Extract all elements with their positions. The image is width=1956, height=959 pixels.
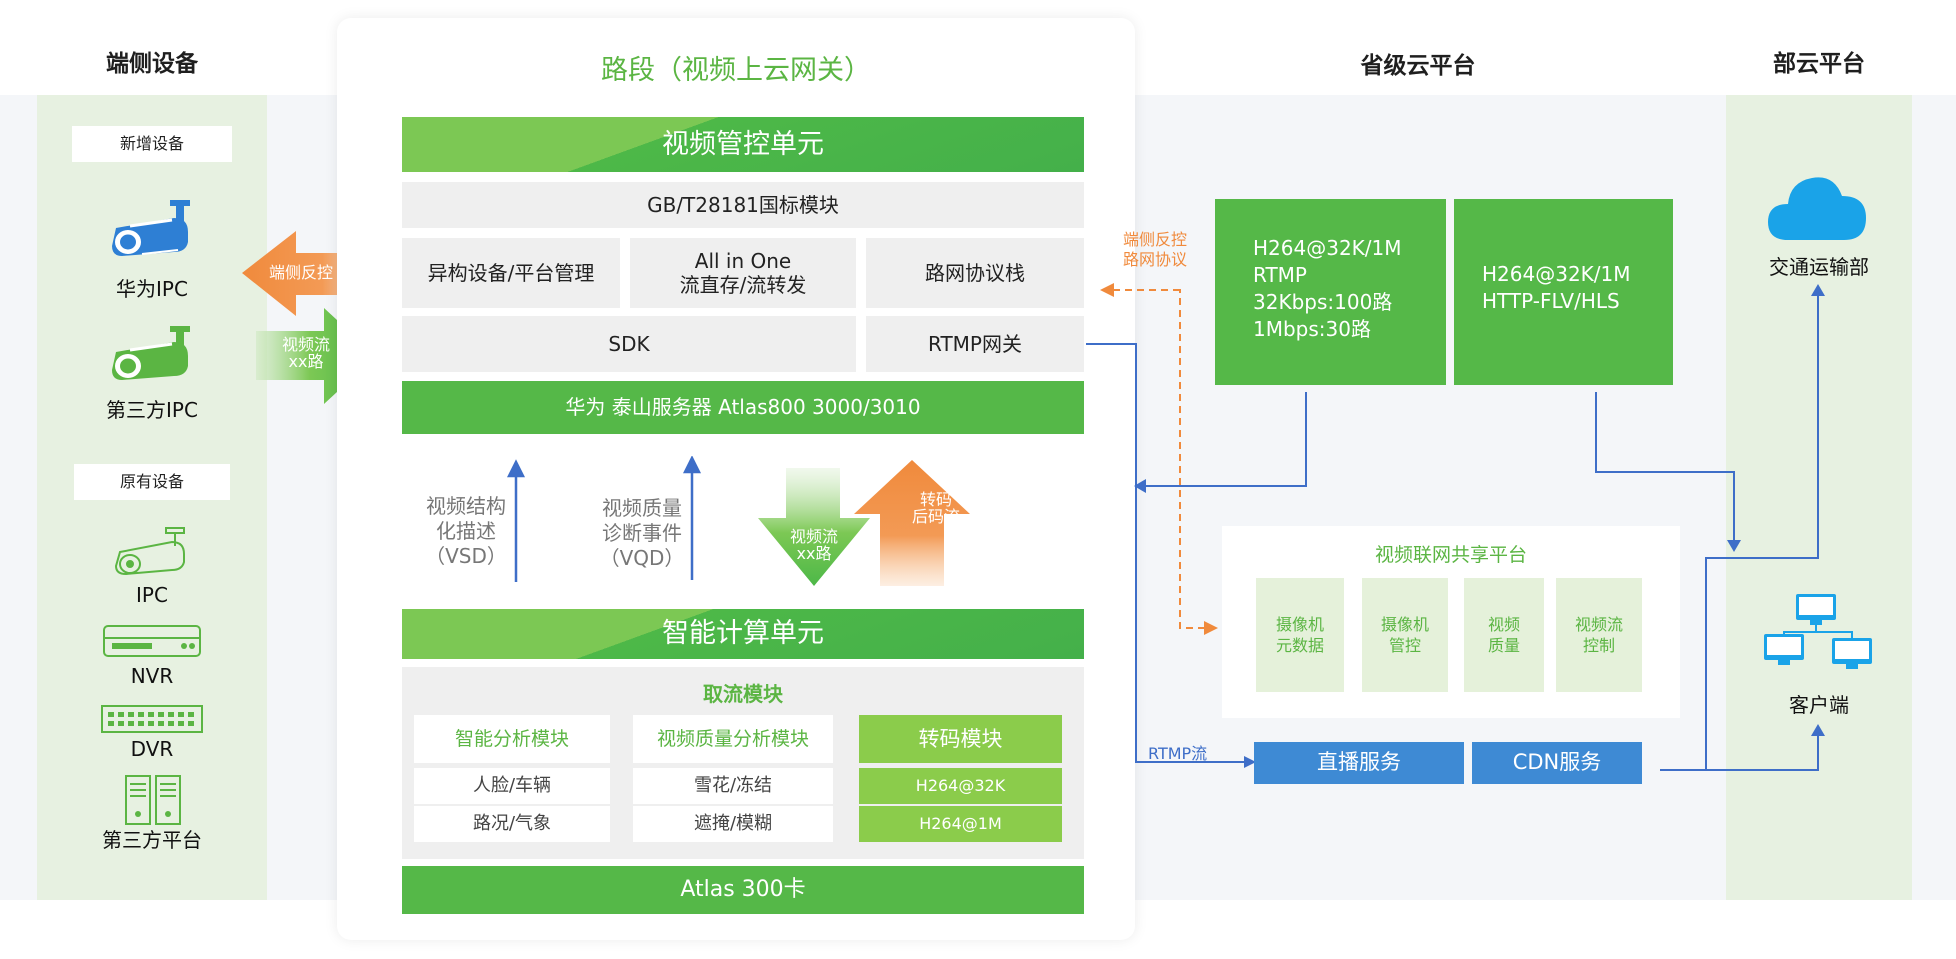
quality-analysis-module: 视频质量分析模块 xyxy=(633,715,833,763)
gb-module-box: GB/T28181国标模块 xyxy=(402,182,1084,228)
transcode-label-2: 后码流 xyxy=(911,507,960,526)
ministry-column-title: 部云平台 xyxy=(1773,51,1865,77)
card1-line-4: 1Mbps:30路 xyxy=(1253,317,1371,341)
dvr-icon xyxy=(101,705,203,733)
nvr-label: NVR xyxy=(130,664,174,688)
road-gateway-title: 路段（视频上云网关） xyxy=(601,55,871,86)
reverse-protocol-label-1: 端侧反控 xyxy=(1122,230,1187,249)
dvr-label: DVR xyxy=(130,737,174,761)
transcode-label-1: 转码 xyxy=(919,490,952,509)
nvr-icon xyxy=(103,625,201,657)
share-item-video-quality: 视频 质量 xyxy=(1464,578,1544,692)
flv-hls-card: H264@32K/1M HTTP-FLV/HLS xyxy=(1454,199,1673,385)
vsd-label-1: 视频结构 xyxy=(426,494,506,518)
server-icon xyxy=(125,775,181,825)
occlusion-blur-item: 遮掩/模糊 xyxy=(633,806,833,842)
live-service-box: 直播服务 xyxy=(1254,742,1464,784)
card2-line-1: H264@32K/1M xyxy=(1482,262,1631,286)
share-item-camera-control: 摄像机 管控 xyxy=(1362,578,1448,692)
h264-1m-item: H264@1M xyxy=(859,806,1062,842)
vqd-label-3: （VQD） xyxy=(599,546,685,570)
share-item-camera-metadata: 摄像机 元数据 xyxy=(1256,578,1344,692)
share-item1-line1: 摄像机 xyxy=(1275,615,1324,634)
share-item3-line1: 视频 xyxy=(1487,615,1520,634)
rtmp-stream-label: RTMP流 xyxy=(1148,744,1208,763)
taishan-server-bar: 华为 泰山服务器 Atlas800 3000/3010 xyxy=(402,381,1084,434)
snow-freeze-item: 雪花/冻结 xyxy=(633,768,833,804)
gb-module-label: GB/T28181国标模块 xyxy=(647,193,839,217)
down-stream-label-2: xx路 xyxy=(796,544,832,563)
share-item4-line1: 视频流 xyxy=(1574,615,1623,634)
rtmp-stream-card: H264@32K/1M RTMP 32Kbps:100路 1Mbps:30路 xyxy=(1215,199,1446,385)
heterogeneous-label: 异构设备/平台管理 xyxy=(427,261,595,285)
cdn-service-box: CDN服务 xyxy=(1472,742,1642,784)
card1-line-3: 32Kbps:100路 xyxy=(1253,290,1393,314)
sdk-label: SDK xyxy=(608,332,650,356)
card1-line-2: RTMP xyxy=(1253,263,1307,287)
client-label: 客户端 xyxy=(1789,693,1849,717)
share-item2-line1: 摄像机 xyxy=(1380,615,1429,634)
province-column-title: 省级云平台 xyxy=(1360,53,1476,79)
rtmp-gateway-box: RTMP网关 xyxy=(866,316,1084,372)
rtmp-gateway-label: RTMP网关 xyxy=(928,332,1022,356)
road-protocol-label: 路网协议栈 xyxy=(925,261,1025,285)
down-stream-arrow xyxy=(758,468,870,586)
vqd-label-2: 诊断事件 xyxy=(602,521,682,545)
card2-line-2: HTTP-FLV/HLS xyxy=(1482,289,1620,313)
atlas-card-bar: Atlas 300卡 xyxy=(402,866,1084,914)
client-computers-icon xyxy=(1764,594,1872,669)
middle-flow-arrows xyxy=(506,456,970,586)
huawei-ipc-label: 华为IPC xyxy=(116,277,188,301)
share-item4-line2: 控制 xyxy=(1582,636,1615,655)
road-protocol-box: 路网协议栈 xyxy=(866,238,1084,308)
share-item2-line2: 管控 xyxy=(1388,636,1421,655)
ipc-label: IPC xyxy=(136,583,168,607)
all-in-one-label-1: All in One xyxy=(694,249,792,273)
video-stream-label-1: 视频流 xyxy=(281,335,330,354)
heterogeneous-box: 异构设备/平台管理 xyxy=(402,238,620,308)
share-item3-line2: 质量 xyxy=(1487,636,1520,655)
share-item-stream-control: 视频流 控制 xyxy=(1556,578,1642,692)
huawei-camera-icon xyxy=(112,200,190,256)
third-party-platform-label: 第三方平台 xyxy=(102,828,202,852)
vsd-label-2: 化描述 xyxy=(436,519,496,543)
vsd-label-3: （VSD） xyxy=(425,544,507,568)
new-devices-tag: 新增设备 xyxy=(72,126,232,162)
down-stream-label-1: 视频流 xyxy=(789,527,838,546)
existing-devices-tag: 原有设备 xyxy=(74,464,230,500)
ipc-icon xyxy=(114,527,185,576)
reverse-protocol-label-2: 路网协议 xyxy=(1122,250,1187,269)
transport-ministry-label: 交通运输部 xyxy=(1769,255,1869,279)
third-party-camera-icon xyxy=(112,326,190,380)
all-in-one-label-2: 流直存/流转发 xyxy=(679,273,807,297)
compute-unit-header: 智能计算单元 xyxy=(402,609,1084,659)
vqd-label-1: 视频质量 xyxy=(602,496,682,520)
video-control-unit-header: 视频管控单元 xyxy=(402,117,1084,172)
edge-column-title: 端侧设备 xyxy=(106,51,198,77)
smart-analysis-module: 智能分析模块 xyxy=(414,715,610,763)
share-platform-title: 视频联网共享平台 xyxy=(1374,544,1527,566)
reverse-control-label: 端侧反控 xyxy=(268,263,333,282)
h264-32k-item: H264@32K xyxy=(859,768,1062,804)
third-party-ipc-label: 第三方IPC xyxy=(106,398,198,422)
sdk-box: SDK xyxy=(402,316,856,372)
face-vehicle-item: 人脸/车辆 xyxy=(414,768,610,804)
share-item1-line2: 元数据 xyxy=(1275,636,1324,655)
card1-line-1: H264@32K/1M xyxy=(1253,236,1402,260)
video-stream-label-2: xx路 xyxy=(288,352,324,371)
fetch-module-title: 取流模块 xyxy=(703,682,783,706)
cloud-icon xyxy=(1768,177,1866,240)
road-weather-item: 路况/气象 xyxy=(414,806,610,842)
transcode-module: 转码模块 xyxy=(859,715,1062,763)
all-in-one-box: All in One 流直存/流转发 xyxy=(630,238,856,308)
transcode-up-arrow xyxy=(854,460,970,586)
